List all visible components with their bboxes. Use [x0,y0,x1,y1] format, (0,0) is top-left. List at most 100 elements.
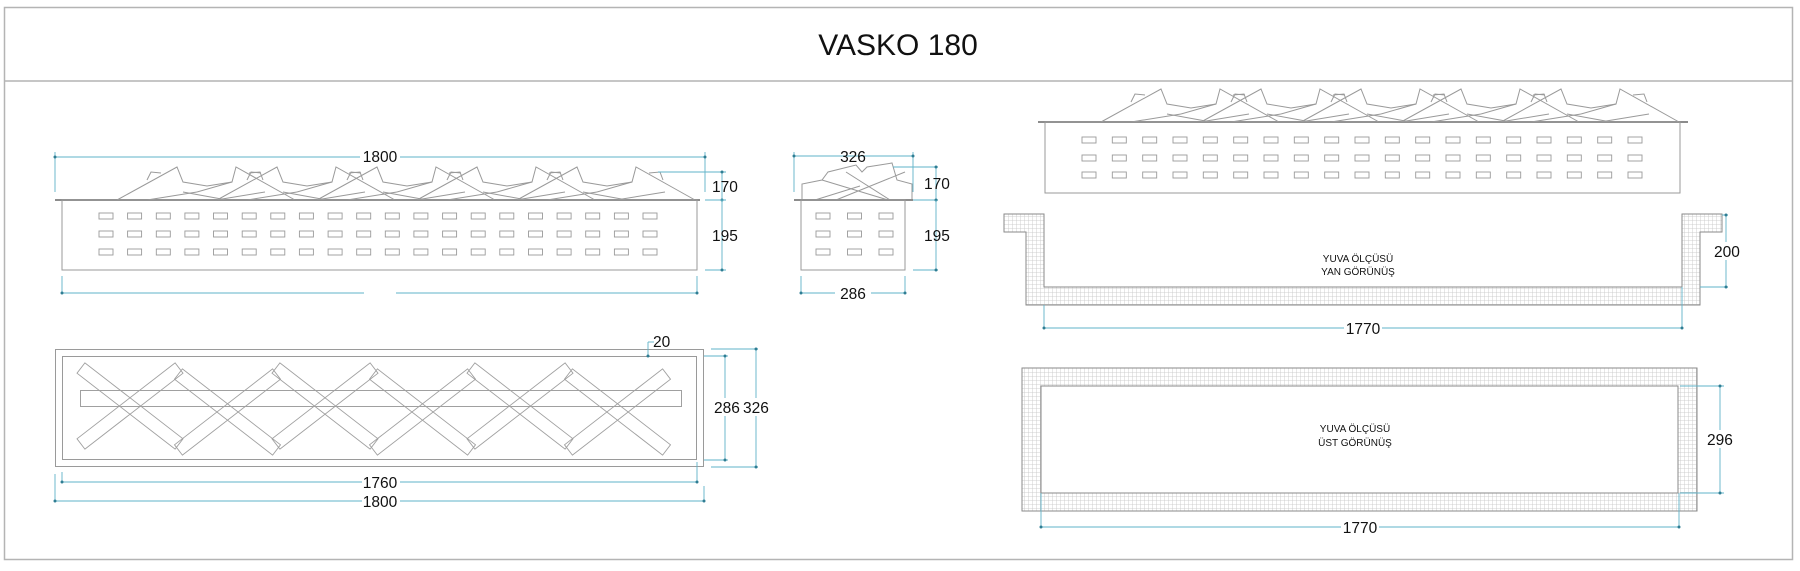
vent-slot [98,248,114,256]
log-edge [1580,103,1617,115]
top-logs [76,362,672,456]
log-top [271,362,379,450]
vent-slot [327,248,343,256]
side-top-width-label: 326 [840,149,866,166]
vent-slot [98,212,114,220]
vent-slot [1293,171,1309,179]
vent-slot [1597,136,1613,144]
vent-slot [270,248,286,256]
vent-slot [327,212,343,220]
log-edge [1280,103,1317,115]
vent-slot [1263,154,1279,162]
niche-top-note-line1: YUVA ÖLÇÜSÜ [1320,423,1390,435]
vent-slot [1445,154,1461,162]
log-edge [1499,113,1550,123]
log-edge [1599,113,1650,123]
log-top [466,362,574,450]
vent-slot [1081,154,1097,162]
log-top [563,368,672,456]
log-pair [316,166,496,201]
vent-slot [155,212,171,220]
secondary-body [1044,121,1681,194]
log-edge [196,181,233,193]
front-width-dimension: 1800 [53,146,707,192]
log-edge [396,181,433,193]
top-outer-outline [55,349,704,467]
log-pair [1300,88,1480,123]
log-top [563,368,672,456]
niche-side-width-label: 1770 [1346,321,1381,338]
vent-slot [1324,171,1340,179]
top-view: 20 286 326 1760 [53,334,770,511]
vent-slot [585,230,601,238]
vent-slot [556,230,572,238]
vent-slot [1536,136,1552,144]
side-slots [815,212,894,256]
vent-slot [1506,154,1522,162]
front-view-secondary [1038,88,1688,194]
vent-slot [298,212,314,220]
vent-slot [184,230,200,238]
side-bottom-width-dimension: 286 [799,276,907,303]
vent-slot [1111,171,1127,179]
niche-side-section [1003,213,1723,306]
log-edge [1380,103,1417,115]
log-edge [1480,103,1517,115]
vent-slot [1415,171,1431,179]
vent-slot [184,248,200,256]
burner-bar [80,390,682,407]
top-outer-width-label: 1800 [363,494,398,511]
log-edge [496,181,533,193]
log-end [1530,93,1546,103]
side-body-height-dimension: 195 [913,200,950,272]
vent-slot [642,212,658,220]
vent-slot [270,230,286,238]
log-edge [515,191,566,201]
vent-slot [1445,171,1461,179]
vent-slot [1233,154,1249,162]
log-edge [1199,113,1250,123]
vent-slot [442,248,458,256]
front-body [61,199,698,271]
vent-slot [585,248,601,256]
vent-slot [613,248,629,256]
vent-slot [384,248,400,256]
log-edge [1299,113,1350,123]
log-pair [1500,88,1680,123]
vent-slot [1263,171,1279,179]
front-view: 1800 170 195 [53,146,738,295]
front-slots [98,212,658,256]
vent-slot [499,212,515,220]
niche-top-depth-dimension: 296 [1680,384,1735,495]
vent-slot [1202,136,1218,144]
vent-slot [613,230,629,238]
vent-slot [1627,136,1643,144]
log-top [76,362,184,450]
sheet-border [3,6,1794,561]
log-edge [1399,113,1450,123]
vent-slot [847,248,862,256]
vent-slot [556,248,572,256]
vent-slot [1475,154,1491,162]
vent-slot [528,230,543,238]
log-pair [516,166,696,201]
vent-slot [1324,154,1340,162]
vent-slot [356,212,372,220]
vent-slot [1111,154,1127,162]
vent-slot [1384,136,1400,144]
vent-slot [1081,136,1097,144]
log-edge [582,191,628,201]
drawing-title: VASKO 180 [818,29,978,62]
vent-slot [1475,136,1491,144]
front-lid-height-label: 170 [712,179,738,196]
vent-slot [213,230,228,238]
vent-slot [1597,154,1613,162]
log-end [1330,93,1346,103]
vent-slot [470,230,486,238]
niche-top-width-label: 1770 [1343,520,1378,537]
vent-slot [356,248,372,256]
vent-slot [155,248,171,256]
vent-slot [1142,171,1158,179]
log-top [173,368,282,456]
